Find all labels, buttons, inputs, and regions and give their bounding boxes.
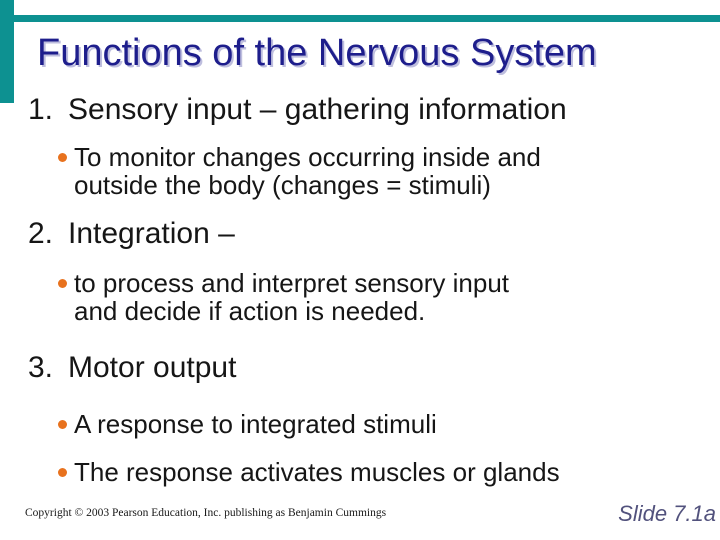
bullet-item-integration: to process and interpret sensory input a…: [58, 269, 509, 325]
bullet-dot-icon: [58, 468, 67, 477]
section-1-heading-text: Sensory input – gathering information: [68, 93, 567, 126]
section-3-heading-text: Motor output: [68, 351, 237, 384]
bullet-text: The response activates muscles or glands: [74, 458, 560, 486]
bullet-dot-icon: [58, 153, 67, 162]
copyright-notice: Copyright © 2003 Pearson Education, Inc.…: [25, 507, 387, 519]
bullet-line: outside the body (changes = stimuli): [74, 170, 491, 200]
bullet-item-sensory: To monitor changes occurring inside and …: [58, 143, 541, 199]
section-2-heading: 2. Integration –: [28, 216, 235, 252]
section-2-heading-text: Integration –: [68, 217, 235, 250]
bullet-item-activates: The response activates muscles or glands: [58, 458, 560, 486]
section-2-number: 2.: [28, 217, 54, 250]
slide-title: Functions of the Nervous System: [37, 32, 597, 74]
bullet-dot-icon: [58, 420, 67, 429]
section-1-heading: 1. Sensory input – gathering information: [28, 92, 567, 128]
bullet-dot-icon: [58, 279, 67, 288]
bullet-line: The response activates muscles or glands: [74, 457, 560, 487]
bullet-text: to process and interpret sensory input a…: [74, 269, 509, 325]
bullet-line: and decide if action is needed.: [74, 296, 426, 326]
bullet-text: To monitor changes occurring inside and …: [74, 143, 541, 199]
left-accent-bar: [0, 0, 14, 103]
top-accent-bar: [14, 15, 720, 22]
section-3-number: 3.: [28, 351, 54, 384]
bullet-line: To monitor changes occurring inside and: [74, 142, 541, 172]
section-3-heading: 3. Motor output: [28, 350, 236, 386]
bullet-line: A response to integrated stimuli: [74, 409, 437, 439]
bullet-text: A response to integrated stimuli: [74, 410, 437, 438]
slide-number-label: Slide 7.1a: [618, 501, 716, 526]
bullet-item-response: A response to integrated stimuli: [58, 410, 437, 438]
section-1-number: 1.: [28, 93, 54, 126]
bullet-line: to process and interpret sensory input: [74, 268, 510, 298]
